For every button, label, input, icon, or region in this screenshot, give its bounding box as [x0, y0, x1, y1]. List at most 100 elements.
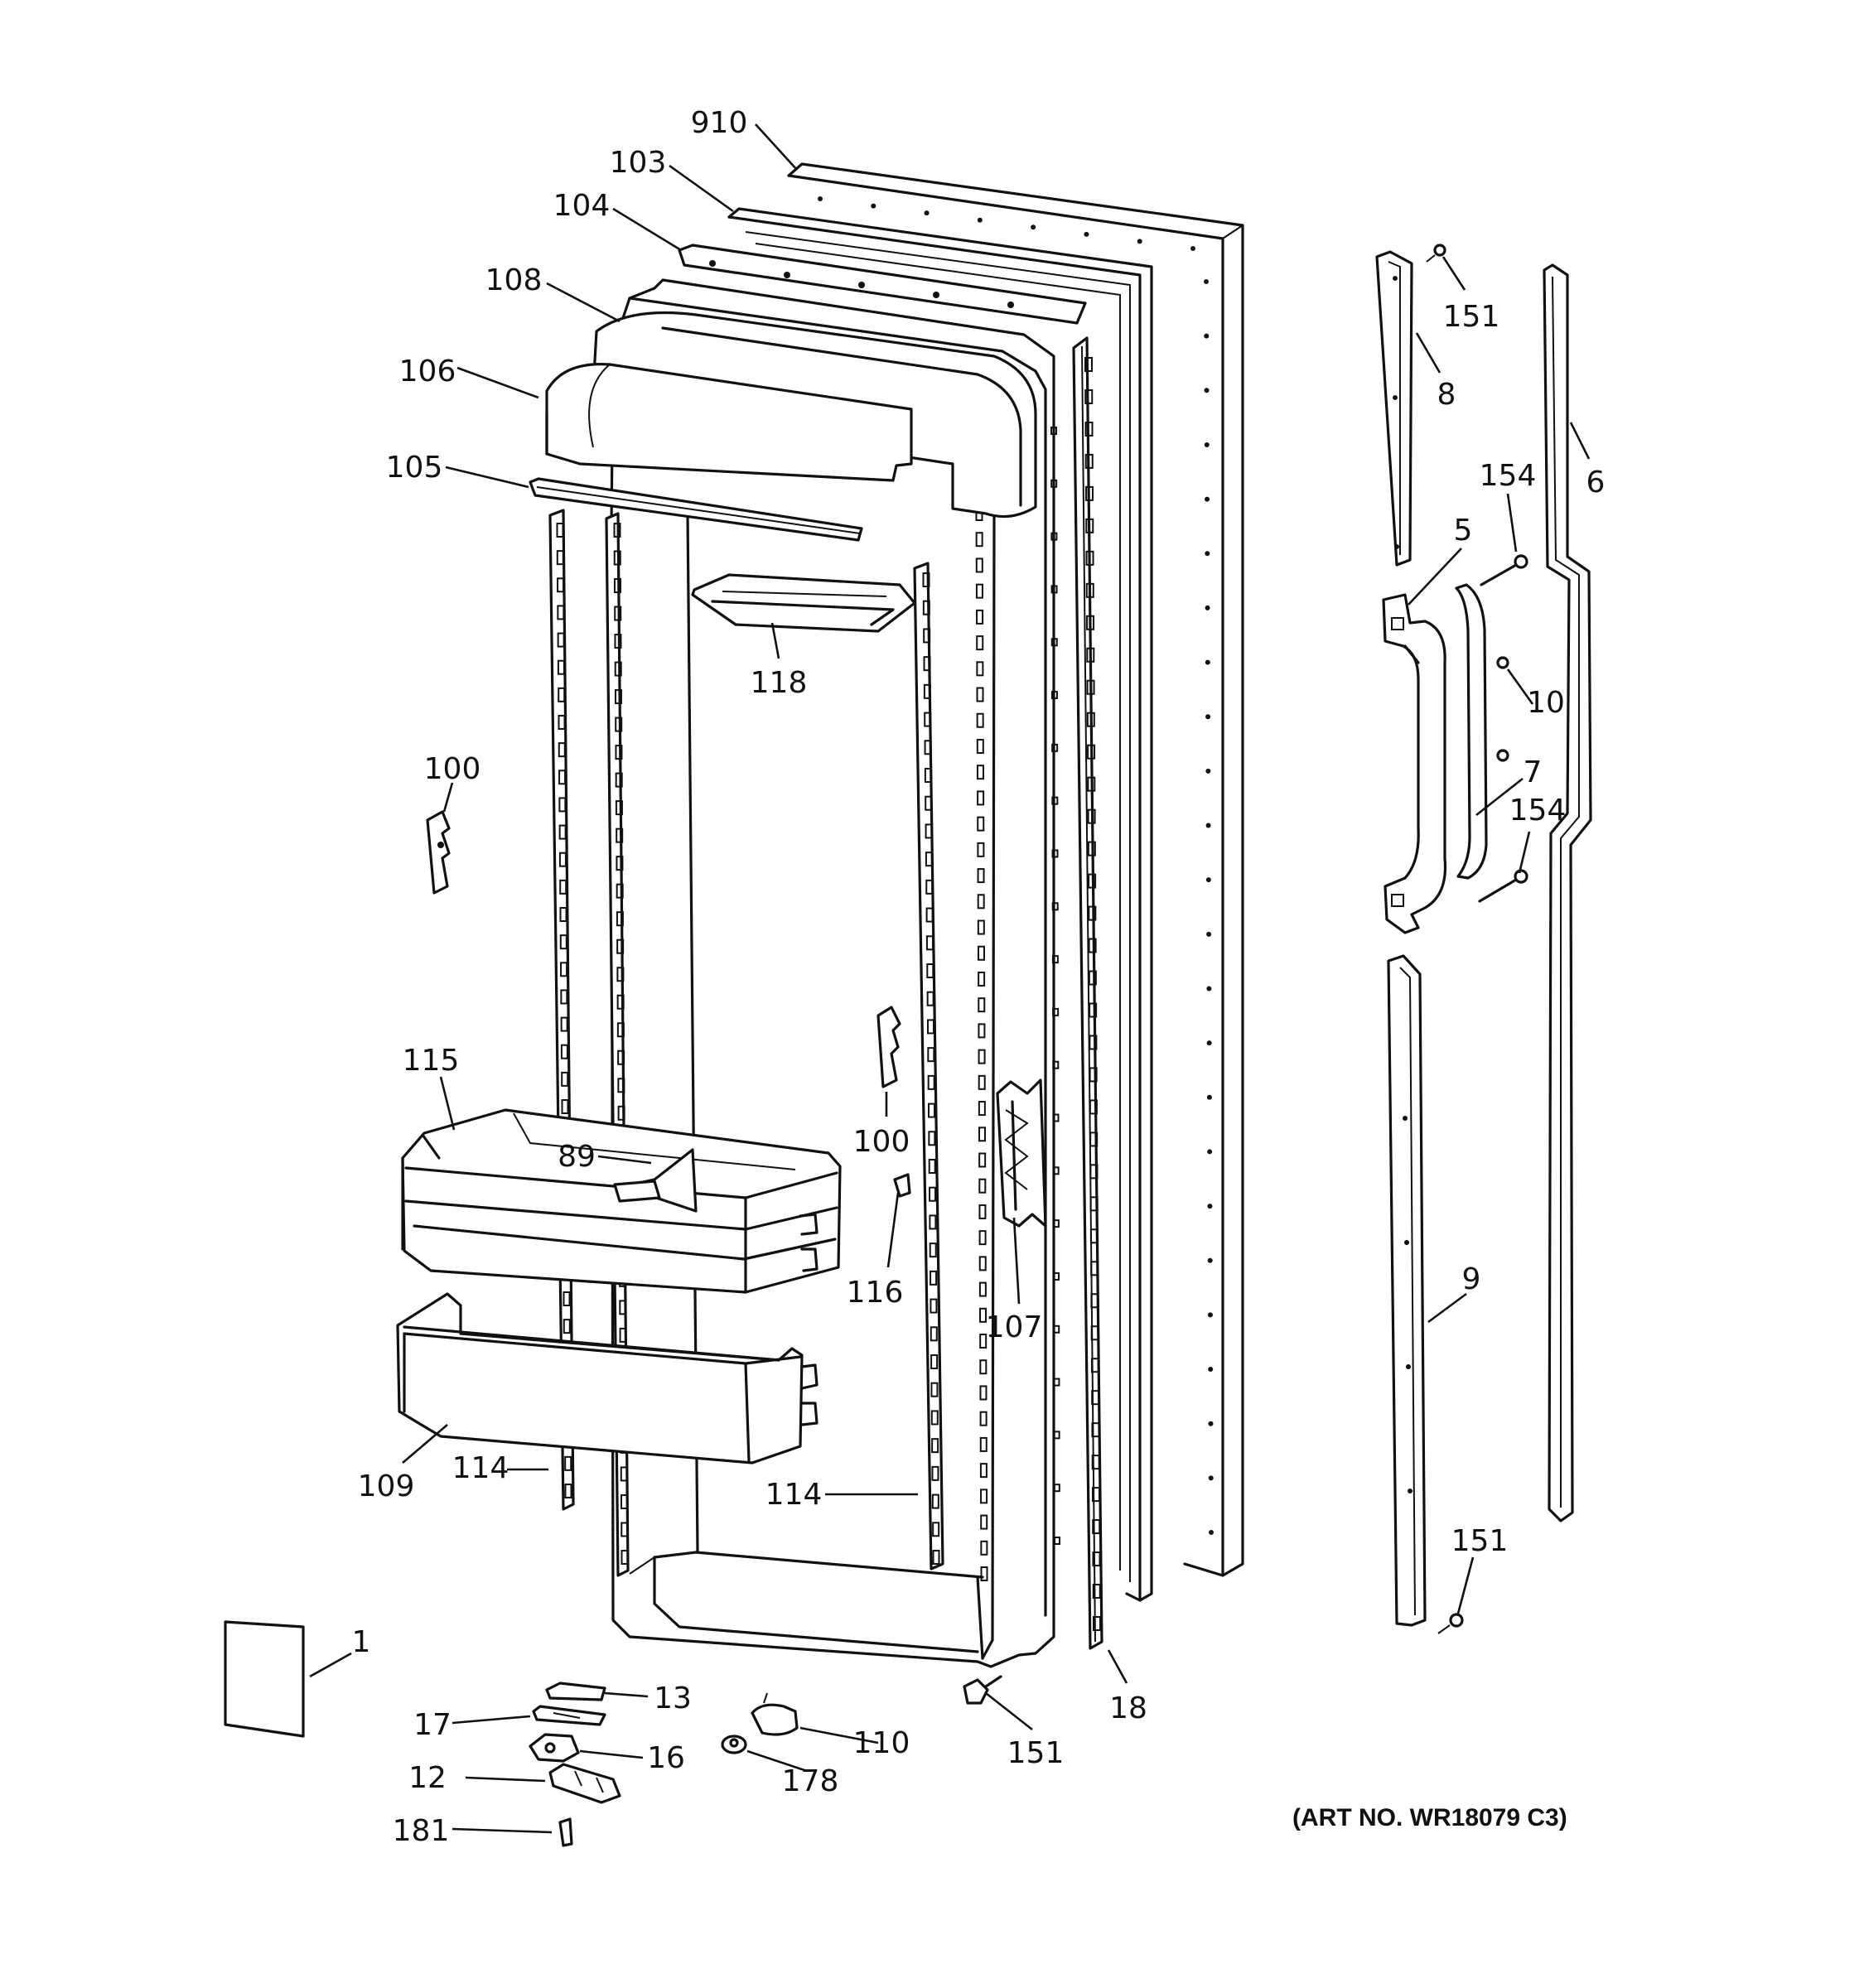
rail-slot	[620, 1466, 628, 1482]
part-number-label: 7	[1524, 755, 1543, 789]
rail-slot	[1088, 905, 1097, 921]
leader-line	[442, 782, 454, 813]
lower-handle-mount	[1387, 954, 1427, 1627]
rail-slot	[564, 1455, 572, 1471]
rail-slot	[1052, 1113, 1060, 1122]
rail-slot	[561, 1071, 569, 1087]
mounting-hole	[1207, 1312, 1213, 1318]
callout-104: 104	[553, 189, 682, 252]
rail-slot	[975, 583, 983, 599]
rail-slot	[558, 852, 567, 867]
rail-slot	[978, 997, 986, 1013]
callout-13: 13	[604, 1682, 692, 1715]
rail-slot	[977, 945, 985, 961]
part-number-label: 9	[1462, 1262, 1481, 1296]
rail-slot	[558, 742, 566, 758]
leader-line	[579, 1749, 644, 1759]
mounting-hole	[1208, 1367, 1214, 1373]
rail-slot	[978, 1204, 987, 1219]
rail-slot	[923, 628, 931, 644]
rail-slot	[1084, 357, 1093, 372]
rail-slot	[616, 856, 624, 871]
rail-slot	[977, 842, 985, 857]
handle-screw-upper	[1480, 554, 1528, 586]
callout-108: 108	[485, 263, 621, 323]
top-cap	[678, 244, 1087, 325]
rail-slot	[930, 1270, 938, 1286]
rail-slot	[929, 1242, 937, 1258]
rail-slot	[613, 523, 621, 538]
part-number-label: 108	[485, 263, 543, 297]
rail-slot	[930, 1354, 939, 1369]
mounting-hole	[1205, 823, 1211, 828]
leader-line	[452, 1715, 531, 1725]
callout-5: 5	[1408, 514, 1472, 606]
rail-slot	[1086, 615, 1095, 630]
callout-9: 9	[1427, 1262, 1481, 1324]
leader-line	[1456, 1556, 1475, 1614]
part-number-label: 151	[1443, 300, 1500, 334]
callout-116: 116	[847, 1192, 903, 1310]
leader-line	[1427, 1292, 1467, 1324]
rail-slot	[1085, 582, 1094, 598]
mounting-hole	[1207, 1204, 1213, 1209]
callout-181: 181	[393, 1814, 553, 1848]
part-number-label: 106	[399, 355, 456, 388]
mounting-hole	[1204, 279, 1209, 284]
rail-slot	[560, 1016, 568, 1032]
rail-slot	[980, 1540, 988, 1556]
rail-slot	[1091, 1390, 1100, 1406]
mounting-hole	[818, 196, 823, 201]
rail-slot	[925, 823, 933, 839]
rail-slot	[1051, 955, 1059, 964]
rail-slot	[931, 1438, 939, 1454]
rail-slot	[563, 1291, 571, 1306]
rail-slot	[1089, 1099, 1098, 1115]
callout-10: 10	[1506, 668, 1565, 720]
part-number-label: 105	[386, 451, 443, 485]
part-number-label: 178	[782, 1764, 839, 1798]
rail-slot	[559, 907, 567, 922]
door-bin	[401, 1108, 842, 1294]
callout-110: 110	[799, 1726, 910, 1760]
rail-slot	[925, 935, 934, 951]
rail-slot	[976, 712, 984, 728]
rail-slot	[1086, 647, 1095, 663]
rail-slot	[1050, 427, 1057, 435]
rail-slot	[1088, 873, 1097, 889]
dairy-bin	[545, 311, 1037, 519]
mounting-hole	[1205, 877, 1211, 883]
rail-slot	[1089, 1228, 1099, 1244]
rail-slot	[925, 879, 934, 895]
callout-178: 178	[746, 1749, 839, 1798]
leader-line	[1506, 668, 1534, 705]
rail-slot	[979, 1385, 988, 1401]
leader-line	[1441, 256, 1466, 291]
rail-slot	[1088, 970, 1097, 986]
rail-slot	[925, 907, 934, 923]
leader-line	[1107, 1649, 1128, 1684]
rail-slot	[613, 578, 621, 594]
rail-slot	[1051, 743, 1059, 752]
rail-slot	[619, 1300, 627, 1315]
handle-screws	[1496, 656, 1509, 762]
rail-slot	[978, 1152, 987, 1168]
callout-17: 17	[413, 1708, 531, 1742]
handle-insert	[1455, 583, 1488, 880]
callout-12: 12	[408, 1761, 546, 1795]
rail-slot	[614, 606, 622, 621]
door-liner	[610, 278, 1060, 1668]
rail-slot	[1089, 1196, 1099, 1212]
rail-slot	[924, 768, 932, 783]
rail-slot	[1052, 1060, 1060, 1069]
rail-slot	[977, 790, 985, 806]
rail-slot	[976, 687, 984, 702]
door-stop-110	[751, 1692, 799, 1736]
mounting-hole	[1204, 442, 1210, 447]
handle-screw-lower	[1478, 869, 1528, 903]
rail-slot	[561, 1099, 569, 1114]
leader-line	[1569, 422, 1591, 460]
leader-line	[612, 207, 682, 252]
rail-slot	[1052, 1219, 1060, 1228]
